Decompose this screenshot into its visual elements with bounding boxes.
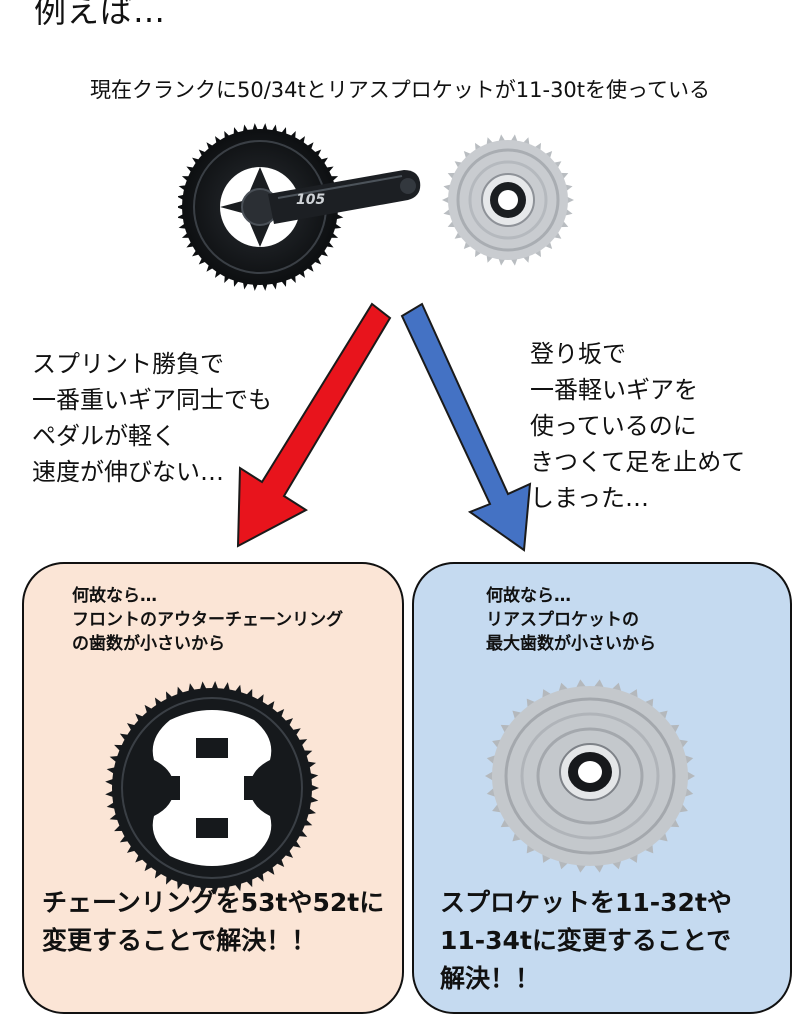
right-caption-line: 一番軽いギアを (530, 376, 698, 404)
gear-tooth (126, 723, 137, 732)
right-solution-line: スプロケットを11-32tや (440, 888, 732, 917)
right-caption-line: 使っているのに (530, 412, 697, 440)
blue-arrow (398, 300, 548, 560)
left-solution: チェーンリングを53tや52tに 変更することで解決！！ (42, 884, 384, 960)
gear-tooth (313, 149, 322, 158)
right-reason-line: リアスプロケットの (486, 610, 639, 630)
gear-tooth (135, 853, 145, 863)
left-solution-line: 変更することで解決！！ (42, 926, 317, 955)
right-solution-line: 11-34tに変更することで (440, 926, 732, 955)
gear-tooth (211, 681, 219, 691)
gear-tooth (485, 770, 495, 782)
right-explanation-box: 何故なら… リアスプロケットの 最大歯数が小さいから スプロケットを11-32t… (412, 562, 792, 1014)
gear-tooth (266, 865, 275, 875)
right-caption: 登り坂で 一番軽いギアを 使っているのに きつくて足を止めて しまった… (530, 336, 745, 516)
gear-tooth (144, 704, 154, 715)
crankset-image: 105 (178, 112, 428, 302)
left-caption-line: スプリント勝負で (32, 350, 224, 378)
left-caption-line: 一番重いギア同士でも (32, 386, 272, 414)
left-caption-line: 速度が伸びない… (32, 458, 224, 486)
cassette-image-top (438, 130, 578, 270)
right-reason: 何故なら… リアスプロケットの 最大歯数が小さいから (486, 584, 656, 656)
gear-tooth (211, 885, 219, 895)
gear-tooth (198, 149, 207, 158)
gear-tooth (283, 718, 294, 727)
gear-tooth (306, 263, 314, 272)
crankset-logo: 105 (296, 192, 325, 208)
right-reason-line: 最大歯数が小さいから (486, 634, 656, 654)
right-reason-line: 何故なら… (486, 586, 571, 606)
gear-tooth (313, 256, 322, 265)
gear-tooth (135, 713, 145, 723)
gear-tooth (144, 861, 154, 872)
left-reason: 何故なら… フロントのアウターチェーンリング の歯数が小さいから (72, 584, 343, 656)
gear-tooth (685, 770, 695, 782)
gear-tooth (275, 709, 285, 719)
gear-tooth (198, 256, 207, 265)
right-caption-line: しまった… (530, 484, 650, 512)
gear-tooth (206, 263, 214, 272)
left-caption: スプリント勝負で 一番重いギア同士でも ペダルが軽く 速度が伸びない… (32, 346, 272, 490)
right-caption-line: きつくて足を止めて (530, 448, 746, 476)
page-heading: 例えば… (34, 0, 167, 30)
gear-tooth (275, 857, 285, 867)
right-caption-line: 登り坂で (530, 340, 626, 368)
left-reason-line: 何故なら… (72, 586, 157, 606)
chainring-image (100, 678, 324, 898)
left-caption-line: ペダルが軽く (32, 422, 176, 450)
gear-tooth (126, 844, 137, 853)
gear-tooth (266, 701, 275, 711)
intro-text: 現在クランクに50/34tとリアスプロケットが11-30tを使っている (90, 78, 710, 102)
gear-tooth (283, 849, 294, 858)
left-solution-line: チェーンリングを53tや52tに (42, 888, 385, 917)
right-solution-line: 解決！！ (440, 964, 541, 993)
right-solution: スプロケットを11-32tや 11-34tに変更することで 解決！！ (440, 884, 732, 998)
gear-tooth (306, 142, 314, 151)
cassette-image-bottom (480, 676, 700, 876)
gear-tooth (309, 784, 319, 792)
gear-tooth (206, 142, 214, 151)
left-explanation-box: 何故なら… フロントのアウターチェーンリング の歯数が小さいから チェーンリング… (22, 562, 404, 1014)
left-reason-line: フロントのアウターチェーンリング (72, 610, 344, 630)
left-reason-line: の歯数が小さいから (72, 634, 225, 654)
red-arrow (226, 300, 396, 560)
